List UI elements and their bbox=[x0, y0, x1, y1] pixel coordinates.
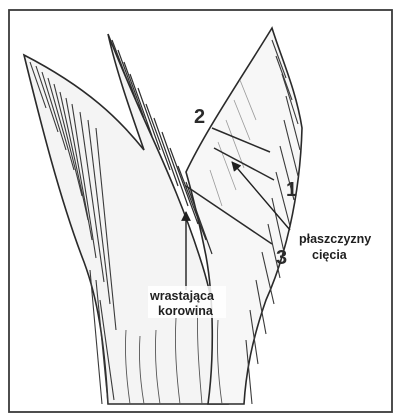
cut-planes-label-line2: cięcia bbox=[312, 248, 348, 262]
cut-planes-label-line1: płaszczyzny bbox=[299, 232, 371, 246]
cut-number-2: 2 bbox=[194, 106, 205, 128]
cut-number-1: 1 bbox=[286, 179, 297, 201]
bark-label-line1: wrastająca bbox=[149, 289, 215, 303]
cut-number-3: 3 bbox=[276, 247, 287, 269]
bark-label-line2: korowina bbox=[158, 304, 214, 318]
